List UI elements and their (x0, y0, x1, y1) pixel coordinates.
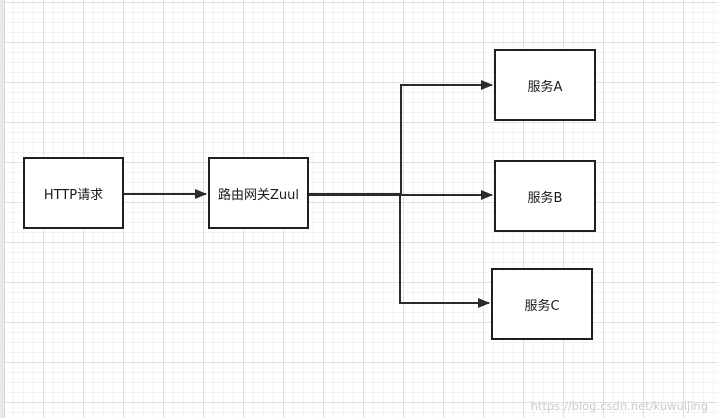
node-http-request[interactable]: HTTP请求 (23, 157, 124, 229)
watermark: https://blog.csdn.net/kuwuijing (530, 399, 708, 413)
node-zuul-gateway[interactable]: 路由网关Zuul (208, 157, 309, 229)
node-service-c[interactable]: 服务C (491, 268, 593, 340)
node-service-a[interactable]: 服务A (494, 49, 596, 121)
node-http-request-label: HTTP请求 (43, 187, 104, 203)
node-service-b[interactable]: 服务B (494, 160, 596, 232)
node-service-c-label: 服务C (524, 298, 560, 314)
node-zuul-gateway-label: 路由网关Zuul (218, 187, 299, 203)
node-service-b-label: 服务B (527, 190, 563, 206)
edge-zuul-to-service-a (309, 80, 493, 195)
canvas-left-edge (0, 0, 5, 418)
node-service-a-label: 服务A (527, 79, 563, 95)
edge-zuul-to-service-c (309, 193, 490, 308)
